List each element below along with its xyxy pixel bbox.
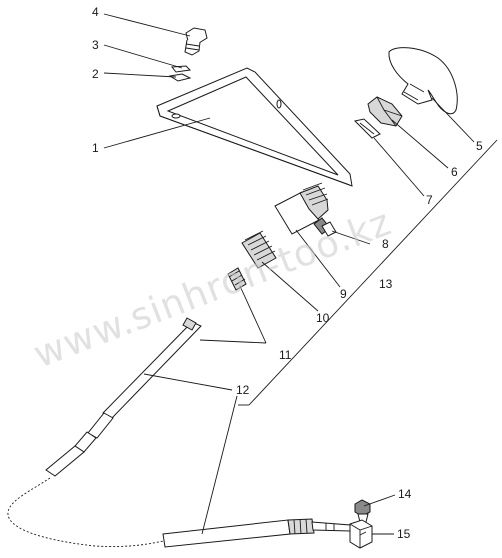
part-2-washer [168,73,192,82]
part-11-sleeve [227,267,247,291]
part-7-washer [354,118,381,139]
callout-5: 5 [476,139,483,153]
leader-lines [103,13,498,535]
part-14-screw [354,499,371,523]
callout-1: 1 [92,141,99,155]
part-15-clamp [349,519,373,549]
part-9-adapter [274,182,329,235]
part-1-bracket [156,67,353,187]
callout-3: 3 [92,38,99,52]
callout-9: 9 [340,287,347,301]
callout-14: 14 [398,487,412,501]
part-12-cable [7,317,351,548]
callout-11: 11 [279,348,292,362]
callout-8: 8 [382,237,389,251]
callout-13: 13 [379,277,393,291]
part-3-lock-washer [171,65,192,73]
callout-12: 12 [236,383,250,397]
callout-7: 7 [426,193,433,207]
callout-numbers: 4 3 2 1 5 6 7 8 9 13 10 11 12 14 15 [92,5,483,541]
part-10-threaded-nut [241,230,277,269]
callout-4: 4 [92,5,99,19]
part-6-nut [367,96,403,127]
part-4-bolt [184,27,208,56]
part-5-knob [388,47,458,115]
callout-15: 15 [397,527,411,541]
callout-6: 6 [451,165,458,179]
callout-10: 10 [316,311,330,325]
callout-2: 2 [92,67,99,81]
